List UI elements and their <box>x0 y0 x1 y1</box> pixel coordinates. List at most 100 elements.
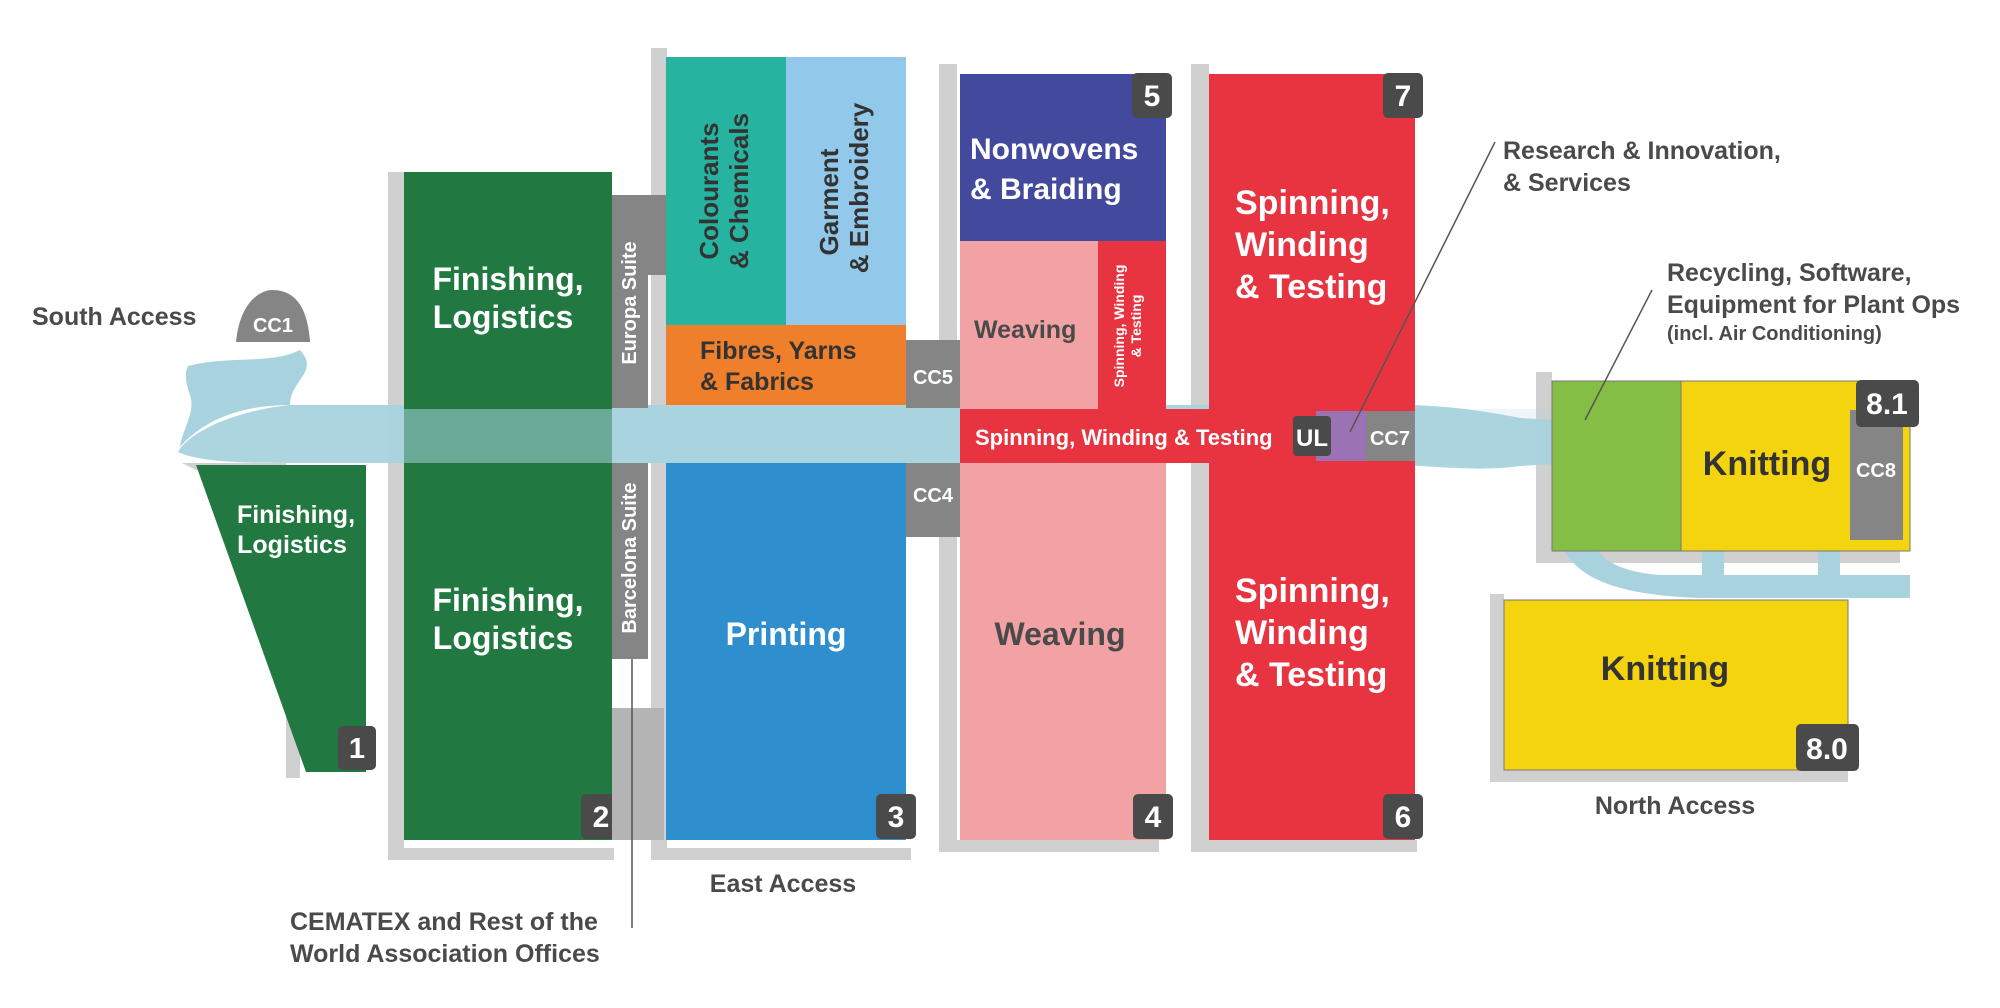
hall-3-number: 3 <box>888 801 905 834</box>
recycling-callout-line2: Equipment for Plant Ops <box>1667 291 1960 319</box>
recycling-callout-line3: (incl. Air Conditioning) <box>1667 323 1882 345</box>
weaving-lower-area[interactable] <box>960 463 1166 840</box>
colourants-chemicals-area[interactable] <box>666 57 786 325</box>
hall-6[interactable]: Spinning, Winding & Testing 6 <box>1209 463 1423 840</box>
weaving-upper-label: Weaving <box>974 316 1076 344</box>
hall-1-area[interactable] <box>196 465 366 772</box>
hall-4-number-badge <box>1133 794 1173 839</box>
hall-6-label-line2: Winding <box>1235 614 1369 652</box>
hall-7-label-line1: Spinning, <box>1235 184 1390 222</box>
cc7-label: CC7 <box>1370 428 1410 450</box>
hall-4-number: 4 <box>1145 801 1162 834</box>
cc1-label: CC1 <box>253 315 293 337</box>
barcelona-suite-label: Barcelona Suite <box>619 482 641 633</box>
cc8-label: CC8 <box>1856 460 1896 482</box>
hall-2-number: 2 <box>593 801 610 834</box>
hall-7-label-line3: & Testing <box>1235 268 1387 306</box>
hall-8-0-number-badge <box>1796 724 1859 771</box>
hall-1[interactable]: Finishing, Logistics 1 <box>196 465 376 772</box>
cc7[interactable]: CC7 <box>1366 411 1415 461</box>
europa-suite[interactable]: Europa Suite <box>612 195 666 408</box>
cc4[interactable]: CC4 <box>906 463 960 537</box>
colourants-label-line2: & Chemicals <box>724 113 754 269</box>
hall-1-number-badge <box>338 726 376 770</box>
colourants-label-line1: Colourants <box>694 122 724 259</box>
hall-1-label-line2: Logistics <box>237 531 347 559</box>
nonwovens-label-line1: Nonwovens <box>970 133 1138 166</box>
hall-6-number-badge <box>1383 794 1423 839</box>
hall-7[interactable]: Spinning, Winding & Testing 7 <box>1209 73 1423 409</box>
hall-1-label-line1: Finishing, <box>237 501 355 529</box>
east-access-label: East Access <box>710 870 856 898</box>
hall-8-1-number-badge <box>1856 380 1919 427</box>
hall-4[interactable]: Weaving 4 <box>960 463 1173 840</box>
hall-8-1[interactable]: Knitting CC8 8.1 <box>1551 380 1919 552</box>
cematex-callout-line1: CEMATEX and Rest of the <box>290 908 598 936</box>
hall-7-number: 7 <box>1395 80 1412 113</box>
hall-3[interactable]: Colourants & Chemicals Garment & Embroid… <box>666 57 916 840</box>
hall-8-1-number: 8.1 <box>1866 388 1908 421</box>
north-access-label: North Access <box>1595 792 1755 820</box>
walkway-overlay <box>404 409 960 463</box>
cematex-callout-line2: World Association Offices <box>290 940 600 968</box>
recycling-callout-line1: Recycling, Software, <box>1667 259 1912 287</box>
garment-embroidery-area[interactable] <box>786 57 906 325</box>
knitting-8-0-area[interactable] <box>1503 599 1849 771</box>
fibres-label-line2: & Fabrics <box>700 368 814 396</box>
hall-2-number-badge <box>581 794 621 839</box>
walkway <box>180 350 307 447</box>
hall-6-label-line3: & Testing <box>1235 656 1387 694</box>
nonwovens-label-line2: & Braiding <box>970 173 1122 206</box>
knitting-8-1-label: Knitting <box>1703 445 1831 483</box>
corridor-label: Spinning, Winding & Testing <box>975 425 1273 450</box>
weaving-upper-area[interactable] <box>960 241 1098 409</box>
cc8[interactable] <box>1850 410 1903 540</box>
spinning-winding-small-area[interactable] <box>1098 241 1166 409</box>
hall-2-area[interactable] <box>404 172 612 840</box>
cc5-label: CC5 <box>913 367 953 389</box>
cc4-label: CC4 <box>913 485 954 507</box>
barcelona-suite[interactable]: Barcelona Suite <box>612 463 664 840</box>
hall-6-area[interactable] <box>1209 463 1415 840</box>
hall-2-top-label-line1: Finishing, <box>432 261 583 297</box>
swt-small-label-line1: Spinning, Winding <box>1111 265 1127 388</box>
garment-label-line1: Garment <box>814 148 844 255</box>
hall-2-top-label-line2: Logistics <box>433 299 573 335</box>
hall-7-label-line2: Winding <box>1235 226 1369 264</box>
knitting-8-0-label: Knitting <box>1601 650 1729 688</box>
ul-badge <box>1293 416 1331 456</box>
hall-7-number-badge <box>1383 73 1423 118</box>
hall-2[interactable]: Finishing, Logistics Finishing, Logistic… <box>404 172 621 840</box>
hall-1-number: 1 <box>349 733 365 765</box>
hall-6-label-line1: Spinning, <box>1235 572 1390 610</box>
hall-5-number: 5 <box>1144 80 1161 113</box>
printing-label: Printing <box>726 616 847 652</box>
walkway-overlay-right <box>1415 409 1555 463</box>
hall-7-area[interactable] <box>1209 74 1415 409</box>
cematex-callout: CEMATEX and Rest of the World Associatio… <box>290 659 633 968</box>
hall-5-number-badge <box>1132 73 1172 118</box>
hall-8-0[interactable]: Knitting 8.0 <box>1503 599 1859 771</box>
south-access-label: South Access <box>32 303 196 331</box>
swt-small-label-line2: & Testing <box>1128 295 1144 358</box>
hall-6-number: 6 <box>1395 801 1412 834</box>
hall-5[interactable]: Nonwovens & Braiding Weaving Spinning, W… <box>960 73 1172 409</box>
ul-label: UL <box>1296 425 1328 452</box>
research-callout-line2: & Services <box>1503 169 1631 197</box>
weaving-lower-label: Weaving <box>995 616 1126 652</box>
hall-3-number-badge <box>876 794 916 839</box>
ul-zone[interactable]: UL <box>1293 411 1366 461</box>
printing-area[interactable] <box>666 463 906 840</box>
recycling-software-area[interactable] <box>1551 380 1682 552</box>
research-callout-line1: Research & Innovation, <box>1503 137 1781 165</box>
cc1[interactable]: CC1 <box>236 290 310 342</box>
north-walkway <box>1560 542 1910 598</box>
recycling-callout: Recycling, Software, Equipment for Plant… <box>1584 259 1960 421</box>
nonwovens-braiding-area[interactable] <box>960 74 1166 241</box>
fibres-yarns-fabrics-area[interactable] <box>666 325 906 405</box>
fibres-label-line1: Fibres, Yarns <box>700 337 857 365</box>
europa-suite-label: Europa Suite <box>619 241 641 364</box>
cc5[interactable]: CC5 <box>906 340 960 408</box>
hall-2-bottom-label-line1: Finishing, <box>432 582 583 618</box>
garment-label-line2: & Embroidery <box>844 102 874 273</box>
